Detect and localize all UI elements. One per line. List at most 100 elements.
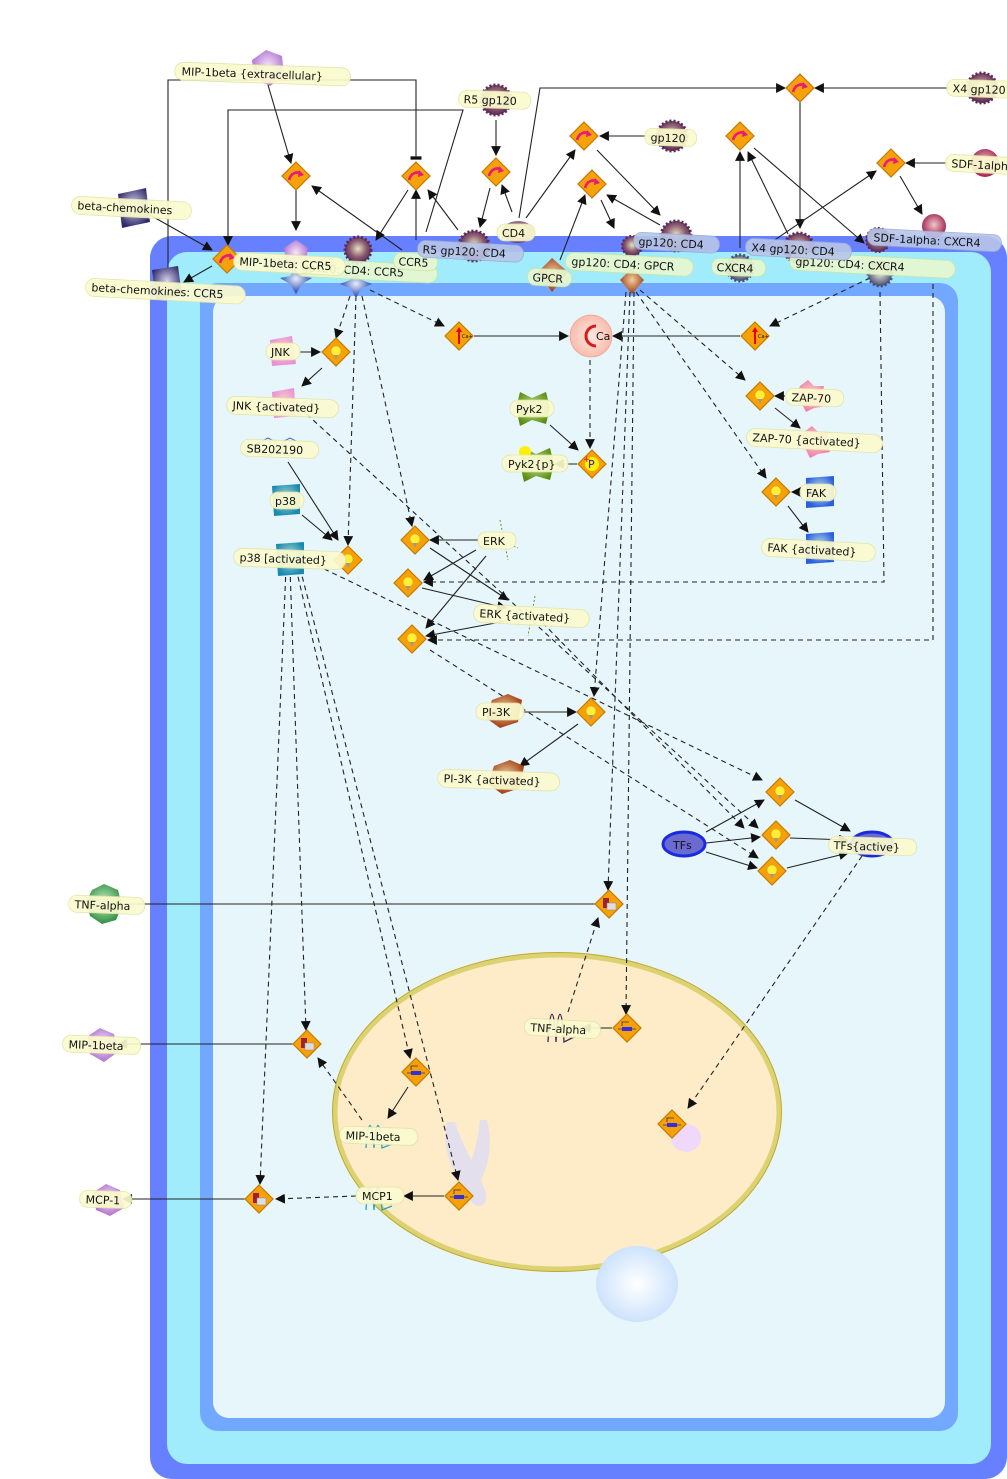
activation-node-erk-2[interactable] <box>393 568 423 598</box>
node-ca[interactable]: Ca <box>596 330 610 343</box>
node-pyk2-p[interactable]: Pyk2{p} <box>501 454 569 473</box>
svg-text:beta-chemokines: beta-chemokines <box>77 199 173 217</box>
svg-text:CCR5: CCR5 <box>398 255 429 270</box>
transcription-node-mcp1[interactable] <box>444 1181 474 1211</box>
node-mip1beta-extracellular[interactable]: MIP-1beta {extracellular} <box>174 61 351 87</box>
node-p38[interactable]: p38 <box>269 491 305 510</box>
activation-node-jnk[interactable] <box>321 337 351 367</box>
node-x4-gp120[interactable]: X4 gp120 <box>946 78 1007 99</box>
process-node-pyk2-phosphorylation[interactable]: P+ <box>577 449 607 479</box>
node-mip1beta-secreted[interactable]: MIP-1beta <box>62 1034 142 1055</box>
node-beta-chemokines[interactable]: beta-chemokines <box>71 196 192 221</box>
node-tnf-alpha-gene[interactable]: TNF-alpha <box>524 1018 601 1039</box>
secretion-node-mcp1[interactable] <box>244 1184 274 1214</box>
process-node-cxcr4[interactable] <box>725 121 755 151</box>
svg-text:MIP-1beta: MIP-1beta <box>345 1129 400 1144</box>
transcription-node-mip1beta[interactable] <box>401 1057 431 1087</box>
nucleus <box>332 952 782 1272</box>
svg-text:+: + <box>583 455 591 465</box>
activation-node-zap70[interactable] <box>745 381 775 411</box>
secretion-node-tnf-alpha[interactable] <box>594 889 624 919</box>
process-node-gp120-cd4[interactable] <box>569 121 599 151</box>
node-pi3k-activated[interactable]: PI-3K {activated} <box>437 768 561 792</box>
node-pi3k[interactable]: PI-3K <box>475 702 525 721</box>
gpcr-bound-icon <box>620 268 644 294</box>
svg-text:Ca+: Ca+ <box>758 334 769 340</box>
node-mip1beta-ccr5[interactable]: MIP-1beta: CCR5 <box>233 252 346 276</box>
node-gp120-cd4-gpcr[interactable]: gp120: CD4: GPCR <box>565 252 694 277</box>
node-cxcr4[interactable]: CXCR4 <box>711 257 767 277</box>
node-sb202190[interactable]: SB202190 <box>240 438 320 459</box>
node-gpcr[interactable]: GPCR <box>527 268 572 288</box>
process-node-ccr5-gp120[interactable] <box>401 161 431 191</box>
secretion-icon <box>253 1193 267 1206</box>
svg-text:Pyk2: Pyk2 <box>516 403 543 416</box>
node-mcp1-secreted[interactable]: MCP-1 <box>79 1189 133 1209</box>
process-node-r5-gp120-cd4[interactable] <box>481 157 511 187</box>
calcium-influx-icon: Ca+ <box>456 327 473 344</box>
activation-node-fak[interactable] <box>761 477 791 507</box>
node-jnk[interactable]: JNK <box>265 342 301 361</box>
lightbulb-icon <box>330 345 342 360</box>
transcription-node-tnf-alpha[interactable] <box>612 1013 642 1043</box>
svg-text:JNK: JNK <box>270 346 290 359</box>
node-p38-activated[interactable]: p38 [activated} <box>233 547 347 570</box>
activation-node-erk-1[interactable] <box>400 525 430 555</box>
svg-text:p38 [activated}: p38 [activated} <box>239 551 327 567</box>
node-x4-gp120-cd4[interactable]: X4 gp120: CD4 <box>745 238 852 261</box>
secretion-node-mip1beta[interactable] <box>292 1029 322 1059</box>
transcription-node-tfs[interactable] <box>657 1109 687 1139</box>
process-node-ca-influx-left[interactable]: Ca+ <box>444 321 474 351</box>
node-gp120[interactable]: gp120 <box>644 127 698 147</box>
process-node-beta-chemokines[interactable] <box>212 244 242 274</box>
lightbulb-icon <box>766 864 778 879</box>
secretion-icon <box>301 1038 315 1051</box>
ccr5-receptor-icon <box>280 266 312 294</box>
activation-node-tfs-1[interactable] <box>765 777 795 807</box>
activation-node-erk-3[interactable] <box>397 624 427 654</box>
node-zap70[interactable]: ZAP-70 <box>785 387 845 408</box>
process-node-mip1beta-binding[interactable] <box>281 161 311 191</box>
activation-node-tfs-2[interactable] <box>761 820 791 850</box>
svg-text:gp120: gp120 <box>650 131 685 145</box>
node-r5-gp120[interactable]: R5 gp120 <box>458 89 532 110</box>
node-tfs[interactable]: TFs <box>672 839 692 852</box>
node-fak[interactable]: FAK <box>799 483 837 502</box>
node-gp120-cd4[interactable]: gp120: CD4 <box>633 232 720 254</box>
node-erk-activated[interactable]: ERK {activated} <box>473 604 590 628</box>
node-erk[interactable]: ERK <box>477 531 517 550</box>
calcium-ion-icon <box>569 314 613 358</box>
calcium-influx-icon: Ca+ <box>752 327 769 344</box>
node-jnk-activated[interactable]: JNK {activated} <box>226 395 340 418</box>
node-zap70-activated[interactable]: ZAP-70 {activated} <box>746 428 883 454</box>
lightbulb-icon <box>409 533 421 548</box>
process-node-ca-influx-right[interactable]: Ca+ <box>740 321 770 351</box>
node-pyk2[interactable]: Pyk2 <box>509 399 555 418</box>
svg-text:p38: p38 <box>275 495 296 508</box>
node-tfs-active[interactable]: TFs{active} <box>828 835 918 857</box>
node-mip1beta-gene[interactable]: MIP-1beta <box>339 1125 419 1146</box>
activation-node-tfs-3[interactable] <box>757 856 787 886</box>
node-sdf1alpha[interactable]: SDF-1alpha <box>945 154 1007 176</box>
svg-text:TFs{active}: TFs{active} <box>832 839 900 854</box>
node-r5-gp120-cd4[interactable]: R5 gp120: CD4 <box>417 240 524 263</box>
process-node-x4-gp120[interactable] <box>785 73 815 103</box>
node-mcp1-gene[interactable]: MCP1 <box>355 1186 405 1205</box>
node-tnf-alpha-secreted[interactable]: TNF-alpha <box>68 894 146 915</box>
svg-text:SDF-1alpha: CXCR4: SDF-1alpha: CXCR4 <box>873 231 981 250</box>
process-node-gp120-cd4-gpcr[interactable] <box>577 169 607 199</box>
node-beta-chemokines-ccr5[interactable]: beta-chemokines: CCR5 <box>85 278 246 305</box>
activation-node-pi3k[interactable] <box>576 697 606 727</box>
svg-text:gp120: CD4: CXCR4: gp120: CD4: CXCR4 <box>795 255 905 274</box>
node-sdf1alpha-cxcr4[interactable]: SDF-1alpha: CXCR4 <box>867 228 1002 252</box>
solid-edges <box>111 79 950 1204</box>
phosphorylation-icon: P+ <box>583 455 599 471</box>
node-cd4[interactable]: CD4 <box>496 223 536 242</box>
node-fak-activated[interactable]: FAK {activated} <box>761 538 876 562</box>
svg-text:FAK {activated}: FAK {activated} <box>767 541 857 559</box>
process-node-sdf1alpha[interactable] <box>876 148 906 178</box>
lightbulb-icon <box>585 705 597 720</box>
svg-text:ZAP-70: ZAP-70 <box>791 391 831 405</box>
lightbulb-icon <box>406 632 418 647</box>
transcription-icon <box>450 1189 468 1199</box>
